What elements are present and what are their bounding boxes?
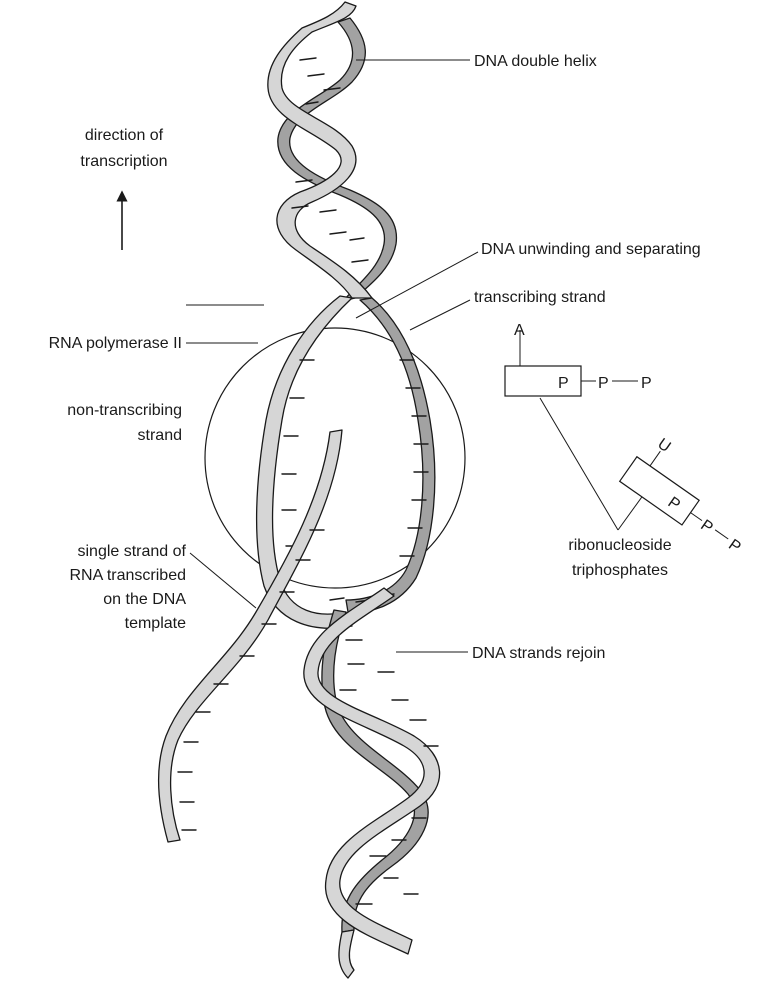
label-single-strand-line4: template [125,615,186,632]
transcribing-strand-ribbon [346,298,435,612]
nucleotide-a-p3: P [641,375,652,392]
nucleotide-a: A P P P [505,322,652,396]
lower-double-helix [304,588,440,978]
label-single-strand-line2: RNA transcribed [70,567,187,584]
label-direction-line1: direction of [85,127,164,144]
leader-dna-unwinding [356,252,478,318]
label-dna-strands-rejoin: DNA strands rejoin [472,645,605,662]
upper-double-helix [268,2,397,301]
leader-transcribing-strand [410,300,470,330]
label-dna-double-helix: DNA double helix [474,53,597,70]
label-single-strand-line1: single strand of [77,543,186,560]
leader-ribonucleoside-to-u [618,494,644,530]
label-non-transcribing-line1: non-transcribing [67,402,182,419]
label-ribonucleoside-line1: ribonucleoside [568,537,671,554]
label-rna-polymerase: RNA polymerase II [49,335,182,352]
label-single-strand-line3: on the DNA [103,591,186,608]
rna-strand [159,430,342,842]
rna-strand-ribbon [159,430,342,842]
leader-single-strand [190,553,256,608]
nucleotide-a-p1: P [558,375,569,392]
label-non-transcribing-line2: strand [138,427,182,444]
nucleotide-u-p3: P [725,536,743,556]
nucleotide-a-base: A [514,322,525,339]
nucleotide-u-base: U [654,435,673,456]
nucleotide-a-p2: P [598,375,609,392]
lower-helix-front-strand [304,588,440,954]
label-ribonucleoside-line2: triphosphates [572,562,668,579]
label-dna-unwinding: DNA unwinding and separating [481,241,701,258]
label-direction-line2: transcription [80,153,167,170]
label-transcribing-strand: transcribing strand [474,289,606,306]
lower-helix-tail [339,930,354,978]
leader-ribonucleoside-to-a [540,398,618,530]
